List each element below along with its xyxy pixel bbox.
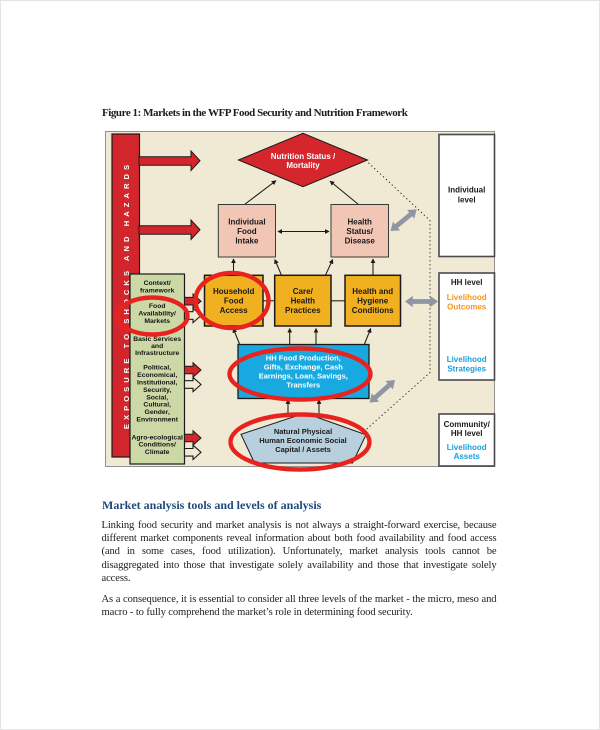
svg-text:Earnings, Loan, Savings,: Earnings, Loan, Savings, [259, 372, 348, 381]
svg-text:Natural Physical: Natural Physical [274, 427, 332, 436]
svg-text:HH Food Production,: HH Food Production, [266, 354, 341, 363]
svg-text:Cultural,: Cultural, [143, 402, 171, 409]
svg-text:Gender,: Gender, [145, 409, 170, 416]
svg-text:Nutrition Status /: Nutrition Status / [271, 152, 336, 161]
svg-text:Household: Household [213, 287, 254, 296]
svg-text:HH level: HH level [451, 429, 483, 438]
svg-text:Intake: Intake [235, 237, 259, 246]
svg-text:Individual: Individual [228, 218, 265, 227]
svg-text:Conditions/: Conditions/ [139, 442, 176, 449]
svg-text:Status/: Status/ [346, 227, 373, 236]
svg-text:Transfers: Transfers [286, 381, 320, 390]
svg-text:Social,: Social, [146, 394, 168, 401]
svg-text:EXPOSURE TO SHOCKS AND HAZARDS: EXPOSURE TO SHOCKS AND HAZARDS [122, 161, 131, 429]
svg-text:Health: Health [347, 218, 372, 227]
svg-text:and: and [151, 343, 163, 350]
svg-text:Conditions: Conditions [352, 306, 394, 315]
svg-text:Livelihood: Livelihood [447, 443, 487, 452]
svg-text:Practices: Practices [285, 306, 321, 315]
svg-text:Gifts, Exchange, Cash: Gifts, Exchange, Cash [264, 363, 344, 372]
svg-text:Livelihood: Livelihood [447, 293, 487, 302]
svg-text:Outcomes: Outcomes [447, 303, 487, 312]
svg-text:Assets: Assets [454, 452, 481, 461]
svg-text:level: level [458, 196, 476, 205]
svg-text:Markets: Markets [144, 318, 170, 325]
svg-text:Economical,: Economical, [137, 372, 177, 379]
svg-text:Basic Services: Basic Services [133, 336, 181, 343]
svg-text:Health and: Health and [352, 287, 393, 296]
svg-text:Climate: Climate [145, 449, 170, 456]
svg-text:Availability/: Availability/ [138, 311, 176, 318]
svg-text:Human Economic Social: Human Economic Social [259, 436, 347, 445]
svg-text:Hygiene: Hygiene [357, 297, 389, 306]
svg-text:Care/: Care/ [293, 287, 314, 296]
svg-text:Capital / Assets: Capital / Assets [275, 445, 331, 454]
svg-text:Livelihood: Livelihood [447, 355, 487, 364]
svg-text:Environment: Environment [136, 417, 178, 424]
svg-text:Food: Food [224, 297, 244, 306]
svg-text:HH level: HH level [451, 278, 483, 287]
svg-text:Food: Food [149, 303, 166, 310]
svg-text:Security,: Security, [143, 387, 171, 394]
svg-text:Agro-ecological: Agro-ecological [132, 434, 183, 441]
svg-text:Infrastructure: Infrastructure [135, 350, 179, 357]
svg-text:Disease: Disease [345, 237, 376, 246]
svg-text:Mortality: Mortality [286, 161, 320, 170]
svg-text:Context/: Context/ [144, 280, 171, 287]
svg-text:Food: Food [237, 227, 257, 236]
svg-text:Institutional,: Institutional, [137, 380, 178, 387]
svg-text:Political,: Political, [143, 365, 171, 372]
svg-text:framework: framework [140, 288, 175, 295]
svg-text:Access: Access [220, 306, 249, 315]
svg-text:Health: Health [291, 297, 316, 306]
svg-text:Strategies: Strategies [447, 365, 486, 374]
svg-text:Individual: Individual [448, 186, 485, 195]
svg-text:Community/: Community/ [444, 420, 491, 429]
